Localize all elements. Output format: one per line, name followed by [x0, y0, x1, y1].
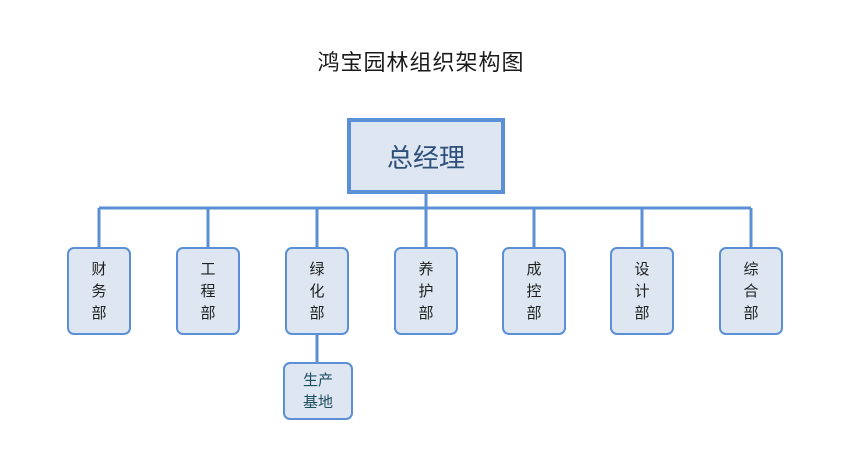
dept-label: 养 护 部 — [418, 260, 434, 322]
dept-label: 财 务 部 — [91, 260, 107, 322]
sub-unit-box-production-base: 生产 基地 — [283, 362, 353, 420]
dept-box-finance: 财 务 部 — [67, 247, 131, 335]
dept-label: 设 计 部 — [634, 260, 650, 322]
chart-title: 鸿宝园林组织架构图 — [317, 51, 525, 76]
dept-label: 绿 化 部 — [309, 260, 325, 322]
dept-box-cost-control: 成 控 部 — [502, 247, 566, 335]
general-manager-box: 总经理 — [347, 118, 505, 194]
dept-label: 工 程 部 — [200, 260, 216, 322]
dept-label: 成 控 部 — [526, 260, 542, 322]
dept-box-design: 设 计 部 — [610, 247, 674, 335]
dept-box-greening: 绿 化 部 — [285, 247, 349, 335]
dept-box-engineering: 工 程 部 — [176, 247, 240, 335]
dept-box-general-affairs: 综 合 部 — [719, 247, 783, 335]
general-manager-label: 总经理 — [386, 143, 465, 174]
dept-box-maintenance: 养 护 部 — [394, 247, 458, 335]
sub-unit-label: 生产 基地 — [302, 371, 333, 411]
dept-label: 综 合 部 — [743, 260, 759, 322]
